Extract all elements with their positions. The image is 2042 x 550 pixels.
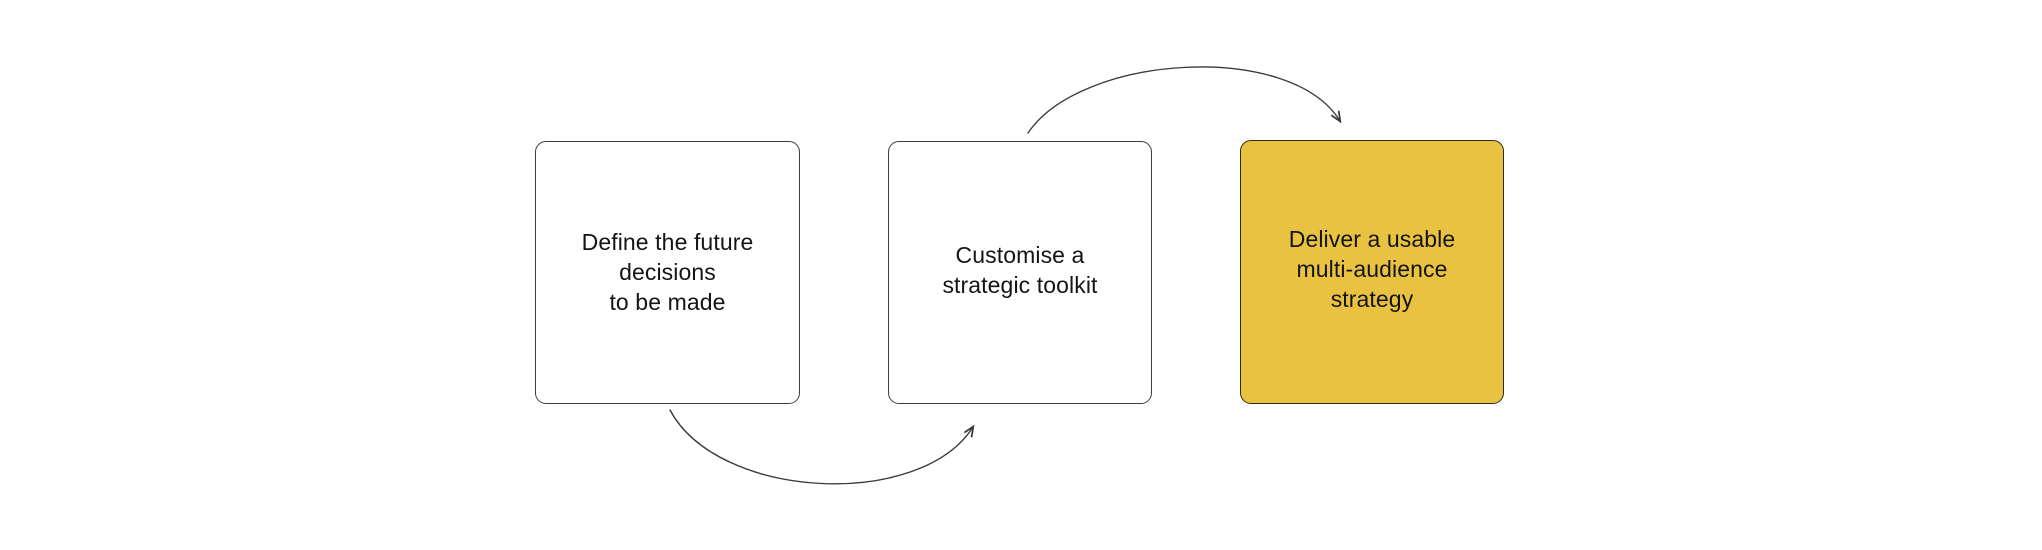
node-define-future-decisions[interactable]: Define the future decisions to be made <box>535 141 800 404</box>
connector-arc-bottom <box>669 409 973 485</box>
node-deliver-label: Deliver a usable multi-audience strategy <box>1288 226 1456 312</box>
node-define-label: Define the future decisions to be made <box>581 228 754 315</box>
node-deliver-usable-strategy[interactable]: Deliver a usable multi-audience strategy <box>1240 140 1504 404</box>
node-customise-strategic-toolkit[interactable]: Customise a strategic toolkit <box>888 141 1152 404</box>
node-customise-label: Customise a strategic toolkit <box>942 241 1098 298</box>
connector-arc-top <box>1027 66 1340 134</box>
